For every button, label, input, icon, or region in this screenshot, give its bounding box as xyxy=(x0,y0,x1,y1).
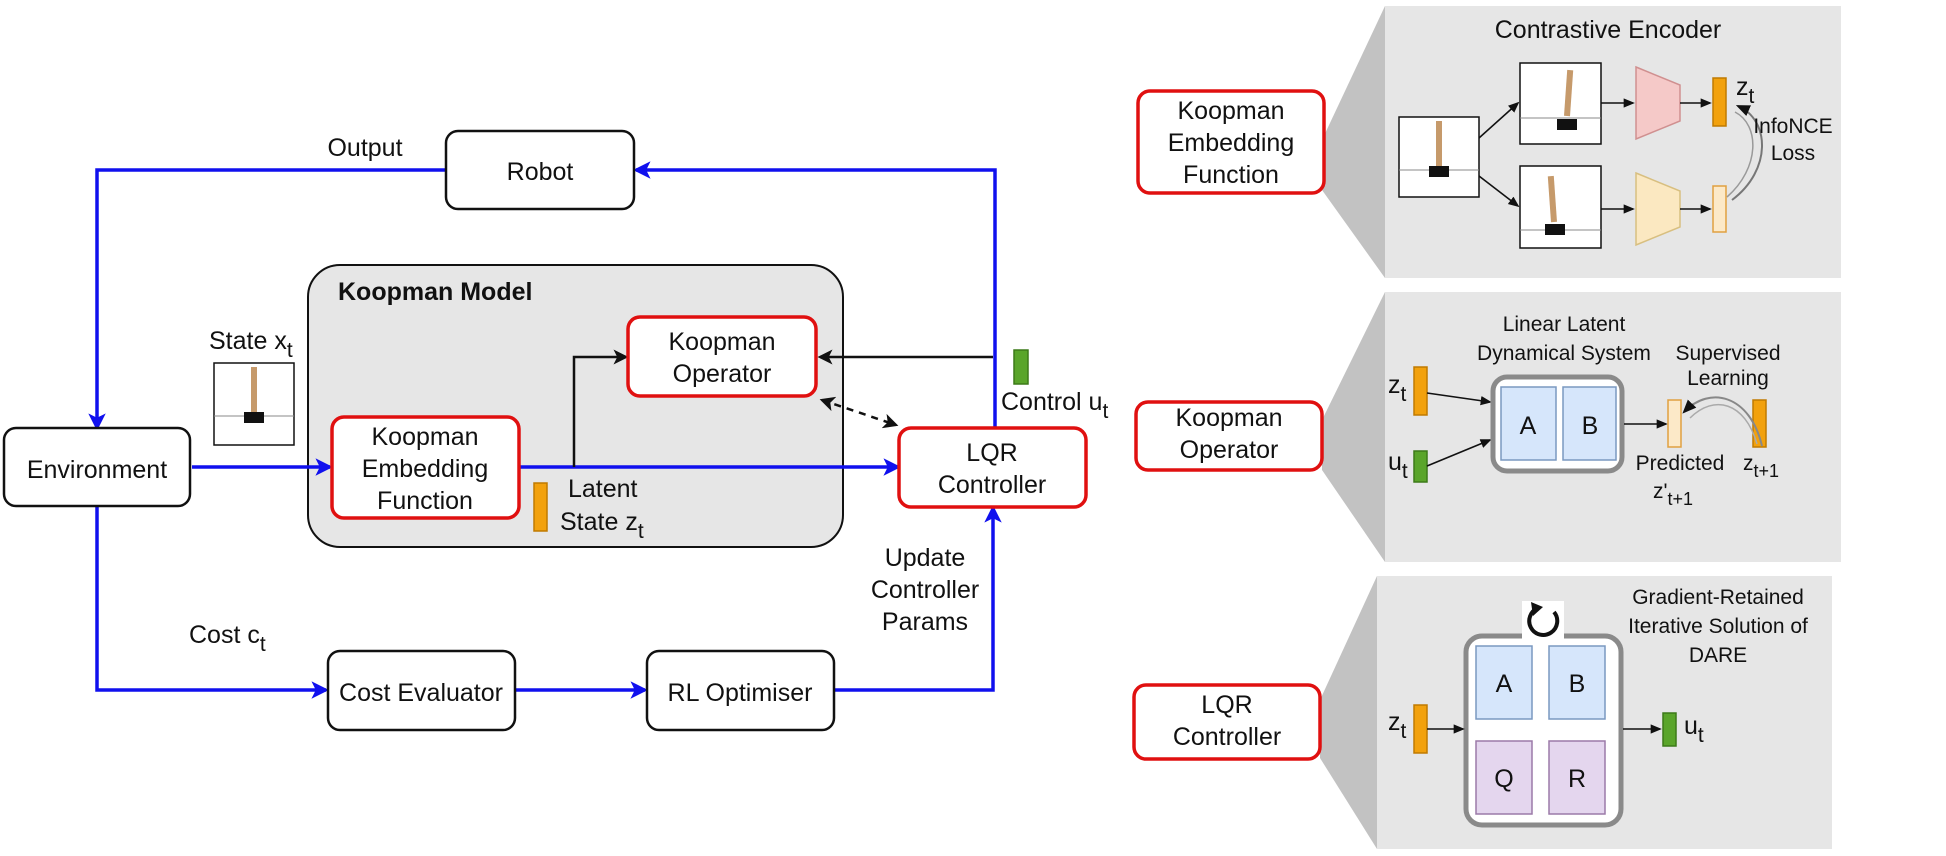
svg-text:A: A xyxy=(1496,670,1513,698)
svg-text:A: A xyxy=(1520,412,1537,440)
lqr-controller-box: LQR Controller xyxy=(897,426,1088,509)
panel2-z-label: zt xyxy=(1388,371,1407,406)
black-connectors xyxy=(572,349,993,467)
panel-dare-solution: LQR Controller Gradient-Retained Iterati… xyxy=(1132,576,1832,849)
panel2-znext-label: zt+1 xyxy=(1743,452,1779,481)
callout-embedding-function xyxy=(1136,89,1326,195)
svg-text:Embedding: Embedding xyxy=(362,455,488,483)
cost-evaluator-box: Cost Evaluator xyxy=(326,649,517,732)
svg-text:Controller: Controller xyxy=(1173,723,1281,751)
cartpole-icon xyxy=(1398,116,1480,198)
svg-text:Predicted: Predicted xyxy=(1636,452,1725,475)
environment-label: Environment xyxy=(27,456,167,484)
koopman-model-title: Koopman Model xyxy=(338,278,532,306)
svg-text:Update: Update xyxy=(885,544,966,572)
svg-text:B: B xyxy=(1582,412,1599,440)
svg-text:Function: Function xyxy=(377,487,473,515)
svg-text:LQR: LQR xyxy=(966,439,1017,467)
callout-lqr-controller xyxy=(1132,683,1322,761)
svg-text:Koopman: Koopman xyxy=(371,423,478,451)
blue-flow-arrows xyxy=(88,161,1002,699)
svg-text:Learning: Learning xyxy=(1687,367,1769,390)
svg-text:Supervised: Supervised xyxy=(1675,342,1780,365)
svg-text:Controller: Controller xyxy=(871,576,979,604)
panel2-zprime-label: z't+1 xyxy=(1653,480,1693,509)
svg-text:Embedding: Embedding xyxy=(1168,129,1294,157)
svg-text:Koopman: Koopman xyxy=(1177,97,1284,125)
svg-text:Dynamical System: Dynamical System xyxy=(1477,342,1651,365)
encoder-trapezoid-icon xyxy=(1635,171,1681,247)
svg-text:R: R xyxy=(1568,765,1586,793)
state-label: State xt xyxy=(209,327,293,362)
svg-text:RL Optimiser: RL Optimiser xyxy=(668,679,813,707)
svg-text:B: B xyxy=(1569,670,1586,698)
svg-text:Cost Evaluator: Cost Evaluator xyxy=(339,679,503,707)
control-bar xyxy=(1013,349,1029,385)
svg-text:Iterative Solution of: Iterative Solution of xyxy=(1628,615,1808,638)
control-label: Control ut xyxy=(1001,388,1108,423)
panel3-z-label: zt xyxy=(1388,708,1407,743)
panel-contrastive-encoder: Koopman Embedding Function Contrastive E… xyxy=(1136,6,1841,278)
latent-state-bar xyxy=(533,482,548,532)
panel3-u-label: ut xyxy=(1684,712,1704,747)
svg-text:Operator: Operator xyxy=(1180,436,1279,464)
svg-text:Latent: Latent xyxy=(568,475,638,503)
svg-text:Linear Latent: Linear Latent xyxy=(1503,313,1626,336)
environment-box: Environment xyxy=(2,426,192,508)
cartpole-icon xyxy=(1519,62,1602,145)
svg-text:Function: Function xyxy=(1183,161,1279,189)
svg-text:InfoNCE: InfoNCE xyxy=(1753,115,1832,138)
panel1-title: Contrastive Encoder xyxy=(1495,16,1722,44)
cartpole-icon xyxy=(1519,165,1602,249)
svg-text:Operator: Operator xyxy=(673,360,772,388)
callout-koopman-operator xyxy=(1134,400,1324,472)
panel2-u-label: ut xyxy=(1388,448,1408,483)
svg-text:DARE: DARE xyxy=(1689,644,1747,667)
svg-text:LQR: LQR xyxy=(1201,691,1252,719)
rl-optimiser-box: RL Optimiser xyxy=(645,649,836,732)
output-label: Output xyxy=(327,134,402,162)
svg-text:Params: Params xyxy=(882,608,968,636)
koopman-embedding-box: Koopman Embedding Function xyxy=(330,415,521,520)
svg-text:Gradient-Retained: Gradient-Retained xyxy=(1632,586,1804,609)
latent-state-label: State zt xyxy=(560,508,644,543)
panel1-z-label: zt xyxy=(1736,73,1755,108)
encoder-trapezoid-icon xyxy=(1635,65,1681,141)
svg-text:Koopman: Koopman xyxy=(668,328,775,356)
robot-label: Robot xyxy=(507,158,574,186)
panel-linear-latent-system: Koopman Operator Linear Latent Dynamical… xyxy=(1134,292,1841,562)
cartpole-icon xyxy=(213,362,295,446)
koopman-operator-box: Koopman Operator xyxy=(626,315,818,398)
cost-label: Cost ct xyxy=(189,621,266,656)
svg-text:Loss: Loss xyxy=(1771,142,1815,165)
refresh-icon xyxy=(1522,601,1564,641)
svg-text:Koopman: Koopman xyxy=(1175,404,1282,432)
svg-text:Controller: Controller xyxy=(938,471,1046,499)
robot-box: Robot xyxy=(444,129,636,211)
svg-text:Q: Q xyxy=(1494,765,1513,793)
